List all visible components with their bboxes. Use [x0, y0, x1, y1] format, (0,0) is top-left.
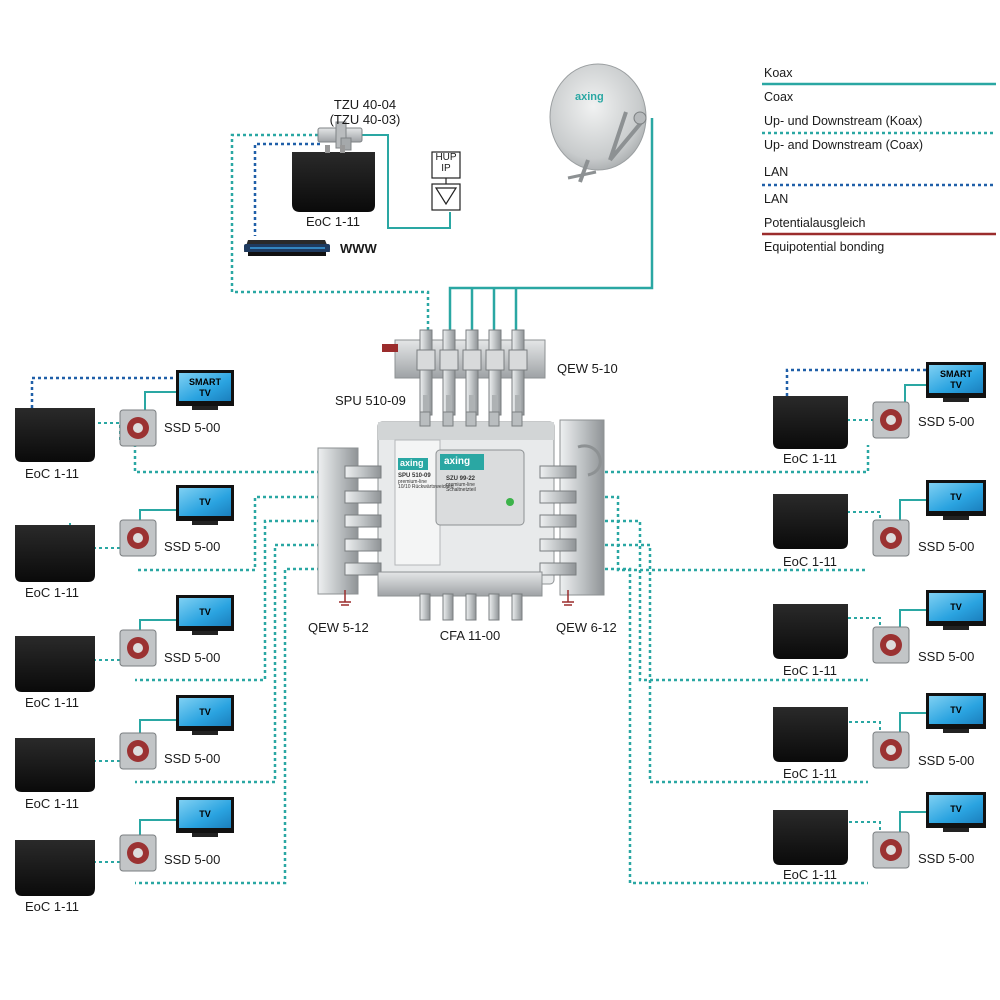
szu-model: SZU 99-22: [446, 476, 476, 482]
left-tv-text-1b: TV: [199, 388, 211, 398]
right-socket-label-5: SSD 5-00: [918, 851, 975, 866]
left-sockets: [119, 409, 157, 872]
right-eoc-label-3: EoC 1-11: [783, 663, 837, 678]
left-eoc-label-4: EoC 1-11: [25, 796, 79, 811]
left-socket-label-1: SSD 5-00: [164, 420, 221, 435]
legend-coax-en: Coax: [764, 90, 794, 104]
right-eoc-boxes: [773, 396, 848, 865]
szu-sub-1: premium-line: [446, 482, 475, 488]
right-eoc-label-1: EoC 1-11: [783, 451, 837, 466]
dish-brand-logo: axing: [575, 91, 604, 103]
szu-sub-2: Schaltnetzteil: [446, 487, 476, 493]
right-socket-label-4: SSD 5-00: [918, 753, 975, 768]
coax-right-tv-3: [899, 609, 928, 630]
legend-updown-en: Up- and Downstream (Coax): [764, 138, 924, 152]
left-tv-text-2: TV: [199, 497, 211, 507]
eoc-top-label: EoC 1-11: [306, 214, 360, 229]
right-tv-text-4: TV: [950, 705, 962, 715]
spu-sub-2: 10/10 Rückwärtsweichen: [398, 484, 454, 490]
coax-right-tv-2: [899, 499, 928, 525]
right-tv-text-3: TV: [950, 602, 962, 612]
spu-model: SPU 510-09: [398, 473, 431, 479]
qew-top-splitter: [382, 329, 546, 417]
eoc-top-device: [292, 145, 375, 212]
left-eoc-boxes: [15, 408, 95, 896]
right-tvs: [926, 362, 986, 832]
left-tv-text-1a: SMART: [189, 377, 221, 387]
left-socket-label-5: SSD 5-00: [164, 852, 221, 867]
updown-right-3: [575, 519, 868, 682]
left-tv-text-3: TV: [199, 607, 211, 617]
updown-left-5: [135, 567, 320, 885]
legend-coax-de: Koax: [764, 66, 793, 80]
left-eoc-label-5: EoC 1-11: [25, 899, 79, 914]
updown-left-2: [135, 495, 320, 572]
left-socket-label-2: SSD 5-00: [164, 539, 221, 554]
tzu-label-1: TZU 40-04: [333, 97, 397, 112]
right-room-devices: [773, 362, 986, 869]
multiswitch-spu: [317, 411, 605, 621]
coax-tzu-to-hup: [362, 134, 451, 229]
www-label: WWW: [340, 241, 377, 256]
coax-left-tv-1: [144, 391, 178, 418]
hup-label-2: IP: [441, 163, 451, 174]
legend-bonding-de: Potentialausgleich: [764, 216, 866, 230]
qew-right-label: QEW 6-12: [556, 620, 617, 635]
legend-bonding-en: Equipotential bonding: [764, 240, 885, 254]
right-socket-label-2: SSD 5-00: [918, 539, 975, 554]
lan-right-smart-tv: [785, 368, 928, 396]
updown-left-1: [133, 445, 320, 474]
left-tvs: [176, 370, 234, 837]
tzu-splitter: [317, 121, 363, 151]
coax-right-tv-4: [899, 712, 928, 735]
left-eoc-label-2: EoC 1-11: [25, 585, 79, 600]
left-room-devices: [15, 370, 234, 896]
right-eoc-label-2: EoC 1-11: [783, 554, 837, 569]
right-eoc-label-5: EoC 1-11: [783, 867, 837, 882]
left-eoc-label-3: EoC 1-11: [25, 695, 79, 710]
right-eoc-label-4: EoC 1-11: [783, 766, 837, 781]
left-socket-label-3: SSD 5-00: [164, 650, 221, 665]
updown-left-4: [135, 543, 320, 784]
cfa-label: CFA 11-00: [439, 628, 501, 643]
spu-label: SPU 510-09: [335, 393, 406, 408]
hup-ip-device: [431, 151, 461, 211]
qew-left-label: QEW 5-12: [308, 620, 369, 635]
lan-left-smart-tv: [30, 376, 178, 408]
left-tv-text-4: TV: [199, 707, 211, 717]
legend-lan-de: LAN: [764, 165, 789, 179]
right-tv-text-2: TV: [950, 492, 962, 502]
right-tv-text-5: TV: [950, 804, 962, 814]
tzu-label-2: (TZU 40-03): [329, 112, 401, 127]
spu-brand-logo: axing: [400, 458, 424, 468]
left-socket-label-4: SSD 5-00: [164, 751, 221, 766]
lan-eoc-www: [253, 142, 320, 236]
left-eoc-label-1: EoC 1-11: [25, 466, 79, 481]
router-device: [244, 240, 330, 256]
right-sockets: [872, 401, 910, 869]
spu-sub-1: premium-line: [398, 479, 427, 485]
updown-tzu-loop: [230, 133, 430, 340]
right-tv-text-1a: SMART: [940, 369, 972, 379]
hup-label-1: HUP: [435, 152, 457, 163]
coax-dish-to-qew: [448, 118, 654, 340]
right-tv-text-1b: TV: [950, 380, 962, 390]
updown-left-3: [135, 519, 320, 682]
legend: [762, 82, 996, 236]
left-tv-text-5: TV: [199, 809, 211, 819]
right-socket-label-3: SSD 5-00: [918, 649, 975, 664]
qew-top-label: QEW 5-10: [557, 361, 618, 376]
updown-right-4: [575, 543, 868, 784]
right-socket-label-1: SSD 5-00: [918, 414, 975, 429]
legend-lan-en: LAN: [764, 192, 789, 206]
legend-updown-de: Up- und Downstream (Koax): [764, 114, 923, 128]
coax-right-tv-5: [899, 811, 928, 835]
updown-right-2: [575, 495, 868, 572]
updown-right-5: [575, 567, 868, 885]
szu-brand-logo: axing: [444, 456, 471, 467]
satellite-dish: [549, 63, 647, 183]
updown-right-1: [575, 445, 870, 474]
